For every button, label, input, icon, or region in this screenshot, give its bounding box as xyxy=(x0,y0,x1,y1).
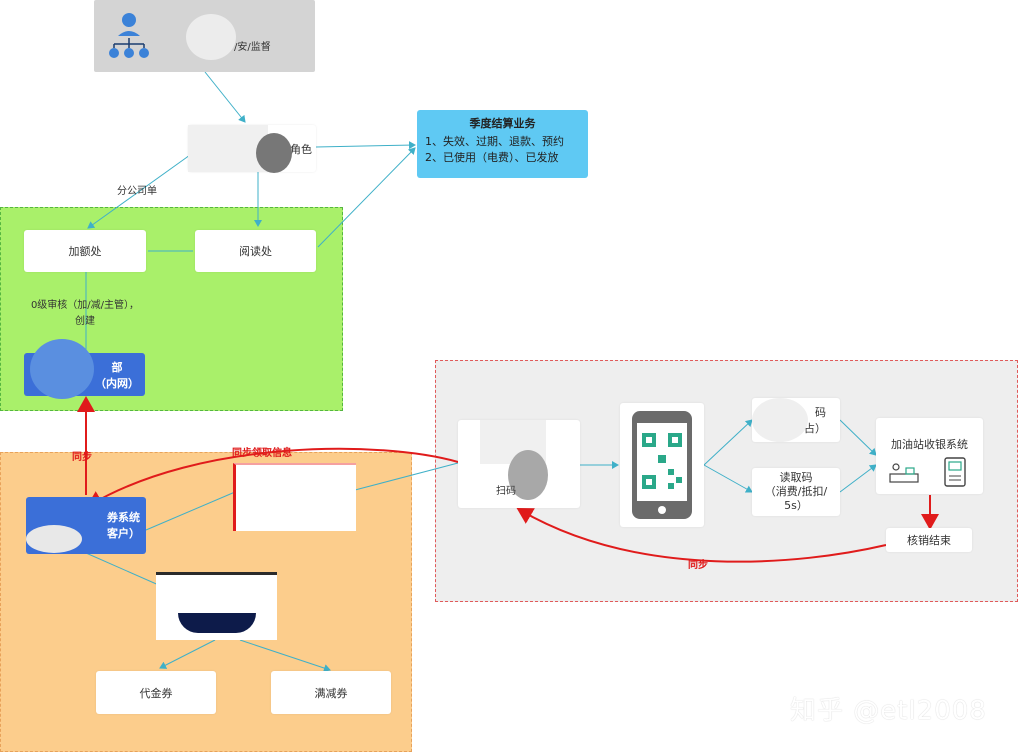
printer-icon xyxy=(944,457,966,487)
read-code-line-1: 读取码 xyxy=(779,471,813,484)
phone-node xyxy=(620,403,704,527)
green-blue-line-2: （内网） xyxy=(95,376,139,390)
info-title: 季度结算业务 xyxy=(469,117,536,130)
info-line-2: 2、已使用（电费）、已发放 xyxy=(425,151,559,164)
redacted-area xyxy=(256,133,292,173)
org-card: /安/监督 xyxy=(94,0,315,72)
sync-main-label: 同步 xyxy=(72,452,92,463)
cashier-system-label: 加油站收银系统 xyxy=(891,438,968,451)
redacted-area xyxy=(752,398,808,442)
org-card-label: /安/监督 xyxy=(234,42,271,53)
coupon-system-line-2: 客户） xyxy=(107,526,140,540)
read-code-line-2: （消费/抵扣/ xyxy=(764,485,828,498)
coupon-system-card: 券系统 客户） xyxy=(26,497,146,554)
read-node: 阅读处 xyxy=(195,230,316,272)
info-line-1: 1、失效、过期、退款、预约 xyxy=(425,135,564,148)
verification-end-node: 核销结束 xyxy=(886,528,972,552)
green-blue-card: 部 （内网） xyxy=(24,339,145,399)
cashier-icon xyxy=(889,463,919,483)
scan-entry-node: 扫码 xyxy=(458,420,580,508)
redacted-area xyxy=(30,339,94,399)
top-right-line-2: 占） xyxy=(804,422,826,435)
discount-coupon-node: 满减券 xyxy=(271,671,391,714)
read-code-line-3: 5s） xyxy=(784,499,808,512)
qr-phone-icon xyxy=(632,411,692,519)
green-blue-line-1: 部 xyxy=(111,360,123,374)
sync-bottom-label: 同步 xyxy=(688,560,708,571)
redacted-screenshot-2 xyxy=(156,572,277,640)
redacted-area xyxy=(188,125,268,172)
center-node-label: 角色 xyxy=(290,142,312,156)
watermark: 知乎 @etl2008 xyxy=(790,696,987,726)
redacted-area xyxy=(508,450,548,500)
dispatch-label: 分公司单 xyxy=(117,186,157,197)
top-right-node: 码 占） xyxy=(752,398,840,442)
quarterly-settlement-box: 季度结算业务 1、失效、过期、退款、预约 2、已使用（电费）、已发放 xyxy=(417,110,588,178)
redacted-area xyxy=(26,525,82,553)
sync-issue-label: 同步领取信息 xyxy=(232,448,292,459)
center-node: 角色 xyxy=(188,125,316,173)
coupon-system-line-1: 券系统 xyxy=(107,510,140,524)
cashier-system-node: 加油站收银系统 xyxy=(876,418,983,494)
redacted-area xyxy=(178,613,256,633)
top-right-line-1: 码 xyxy=(815,406,826,419)
read-code-node: 读取码 （消费/抵扣/ 5s） xyxy=(752,468,840,516)
voucher-coupon-node: 代金券 xyxy=(96,671,216,714)
add-node: 加额处 xyxy=(24,230,146,272)
redacted-area xyxy=(186,14,236,60)
scan-entry-label: 扫码 xyxy=(496,486,516,497)
manage-label: 0级审核（加/减/主管），创建 xyxy=(30,300,140,327)
org-chart-icon xyxy=(109,13,149,58)
redacted-screenshot xyxy=(233,463,356,531)
